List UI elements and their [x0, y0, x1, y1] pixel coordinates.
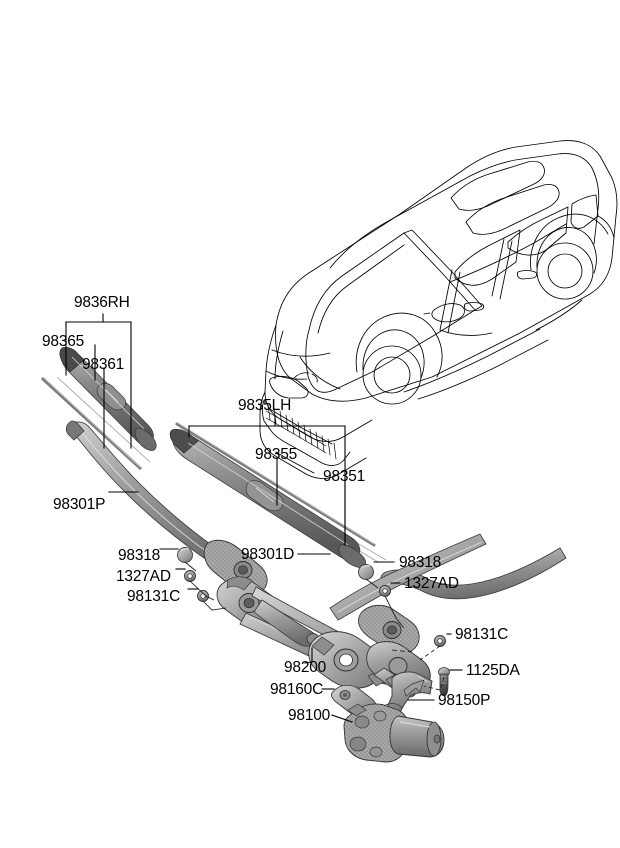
leader-98100: [331, 714, 353, 723]
part-label-98361: 98361: [82, 356, 125, 373]
leader-98200: [304, 661, 313, 664]
witness-98131c-left: [202, 600, 227, 611]
witness-linkage-right: [391, 649, 413, 653]
part-98131c-nut-left: [197, 590, 209, 602]
part-1327ad-nut-left: [184, 570, 196, 582]
part-label-98301d: 98301D: [241, 546, 295, 563]
part-label-98318-left: 98318: [118, 547, 161, 564]
part-label-98131c-left: 98131C: [127, 588, 181, 605]
part-label-98131c-right: 98131C: [455, 626, 509, 643]
part-98301d-wiper-arm: [329, 533, 567, 655]
witness-98318-right: [365, 578, 379, 589]
part-label-98160c: 98160C: [270, 681, 324, 698]
part-label-98200: 98200: [284, 659, 327, 676]
part-label-98150p: 98150P: [438, 692, 491, 709]
part-98100-wiper-motor: [343, 703, 445, 763]
part-label-98355: 98355: [255, 446, 298, 463]
witness-1327ad-left: [189, 580, 215, 601]
part-label-98100: 98100: [288, 707, 331, 724]
witness-1327ad-right: [384, 595, 405, 629]
part-label-98301p: 98301P: [53, 496, 106, 513]
part-label-1125da: 1125DA: [466, 662, 520, 679]
part-9836rh-blade-assembly: [41, 347, 157, 470]
witness-1125da: [423, 676, 445, 691]
part-label-98351: 98351: [323, 468, 366, 485]
part-label-9836rh: 9836RH: [74, 294, 130, 311]
part-98200-linkage-assembly: [216, 576, 431, 701]
part-label-98365: 98365: [42, 333, 85, 350]
part-label-1327ad-left: 1327AD: [116, 568, 171, 585]
part-1125da-bolt: [438, 667, 450, 697]
part-label-98318-right: 98318: [399, 554, 442, 571]
part-9835lh-blade-assembly: [169, 422, 387, 568]
witness-98318-left: [184, 561, 197, 572]
part-label-9835lh: 9835LH: [238, 397, 292, 414]
part-label-1327ad-right: 1327AD: [404, 575, 459, 592]
witness-98131c-right: [419, 645, 441, 661]
